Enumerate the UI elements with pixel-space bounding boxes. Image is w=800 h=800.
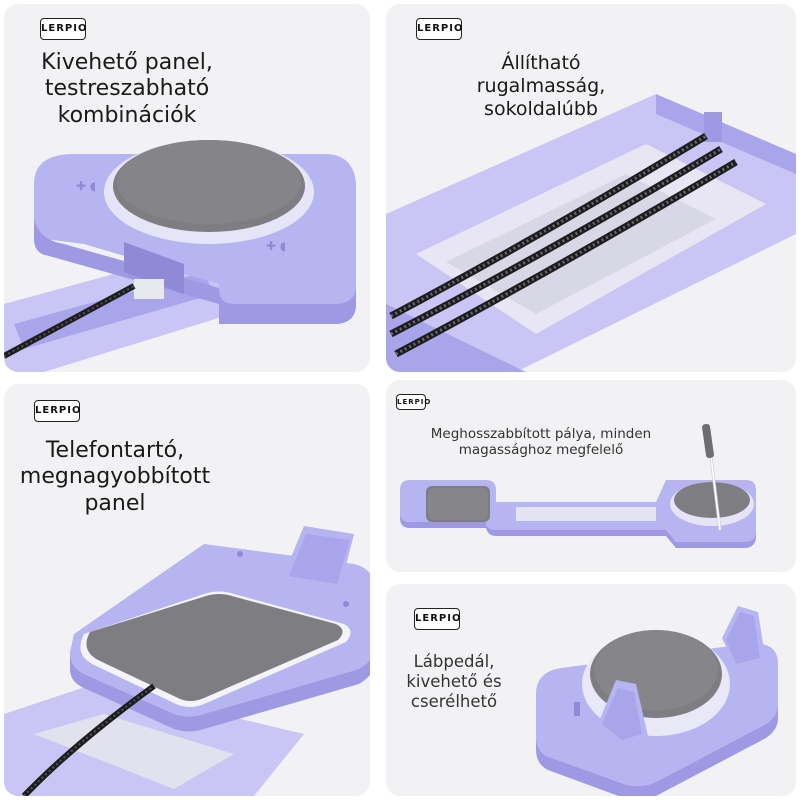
feature-panel-extended-track: LERPIO Meghosszabbított pálya, minden ma… bbox=[386, 380, 796, 572]
feature-caption: Telefontartó, megnagyobbított panel bbox=[19, 438, 211, 516]
extended-track-illustration bbox=[400, 423, 756, 548]
feature-caption: Lábpedál, kivehető és cserélhető bbox=[406, 652, 502, 711]
brand-logo: LERPIO bbox=[416, 18, 462, 40]
foot-pedal-illustration bbox=[536, 606, 778, 796]
feature-caption: Kivehető panel, testreszabható kombináci… bbox=[41, 50, 213, 128]
brand-logo: LERPIO bbox=[414, 608, 460, 630]
feature-caption: Állítható rugalmasság, sokoldalúbb bbox=[476, 52, 606, 120]
svg-text:✚ ◖: ✚ ◖ bbox=[76, 179, 96, 193]
feature-caption: Meghosszabbított pálya, minden magasságh… bbox=[430, 426, 652, 459]
brand-logo: LERPIO bbox=[396, 394, 430, 410]
elastic-cords-illustration bbox=[386, 94, 796, 372]
feature-panel-foot-pedal: LERPIO Lábpedál, kivehető és cserélhető bbox=[386, 584, 796, 796]
feature-panel-adjustable: LERPIO Állítható rugalmasság, sokoldalúb… bbox=[386, 4, 796, 372]
brand-logo: LERPIO bbox=[40, 18, 86, 40]
removable-panel-illustration: ✚ ◖ ✚ ◖ bbox=[4, 140, 356, 372]
phone-holder-illustration bbox=[4, 526, 370, 796]
feature-panel-removable: LERPIO Kivehető panel, testreszabható ko… bbox=[4, 4, 370, 372]
brand-logo: LERPIO bbox=[34, 400, 80, 422]
feature-panel-phone-holder: LERPIO Telefontartó, megnagyobbított pan… bbox=[4, 384, 370, 796]
svg-text:✚ ◖: ✚ ◖ bbox=[266, 239, 286, 253]
